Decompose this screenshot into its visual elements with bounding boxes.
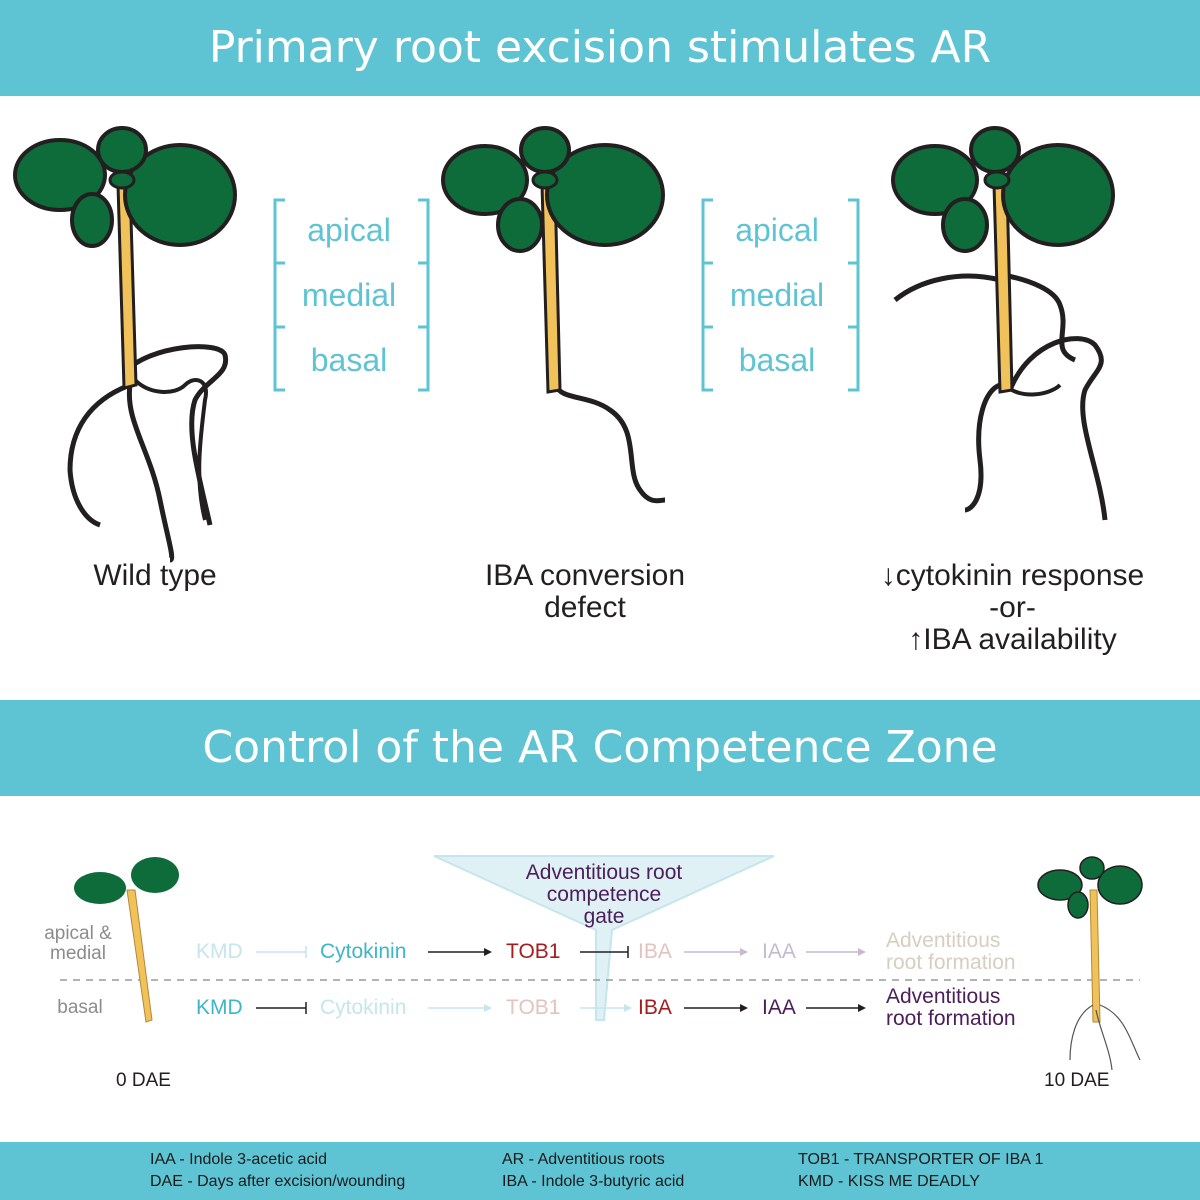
zone-label-apical: apical	[307, 212, 391, 248]
row2-iba: IBA	[638, 996, 672, 1019]
zone-label-basal-2: basal	[738, 342, 816, 378]
caption-iba-defect: IBA conversion defect	[440, 560, 730, 624]
row1-tob1: TOB1	[506, 940, 561, 963]
gate-label: Adventitious root competence gate	[484, 862, 724, 928]
zone-label-apical-2: apical	[735, 212, 819, 248]
side-label-basal: basal	[57, 997, 103, 1018]
zone-brackets-left	[273, 198, 430, 392]
row2-cytokinin: Cytokinin	[320, 996, 407, 1019]
caption-third-line1: ↓cytokinin response	[880, 559, 1145, 592]
seedling-10-dae	[1037, 856, 1143, 1071]
pathway-arrows-basal	[256, 1002, 866, 1014]
caption-iba-defect-line2: defect	[544, 591, 626, 624]
seedling-iba-defect	[441, 126, 666, 504]
legend-iaa: IAA - Indole 3-acetic acid	[150, 1151, 327, 1168]
header-banner: Primary root excision stimulates AR	[0, 0, 1200, 96]
gate-line1: Adventitious root	[525, 861, 683, 884]
caption-third-line3: ↑IBA availability	[908, 623, 1117, 656]
row2-iaa: IAA	[762, 996, 796, 1019]
header-title: Primary root excision stimulates AR	[208, 22, 992, 73]
competence-gate-funnel	[433, 855, 775, 1021]
seedling-wild-type	[13, 126, 237, 563]
gate-line2: competence	[546, 883, 662, 906]
zone-label-medial-2: medial	[729, 277, 825, 313]
pathway-arrows-apical	[256, 946, 866, 958]
row1-ar-line2: root formation	[886, 951, 1016, 974]
row2-ar-line2: root formation	[886, 1007, 1016, 1030]
zone-brackets-right	[701, 198, 860, 392]
caption-iba-defect-line1: IBA conversion	[484, 559, 686, 592]
row1-ar-line1: Adventitious	[886, 929, 1001, 952]
timepoint-end: 10 DAE	[1044, 1070, 1110, 1091]
caption-wild-type: Wild type	[93, 559, 217, 592]
row1-ar-formation: Adventitious root formation	[886, 930, 1016, 974]
side-label-apical-medial: apical & medial	[30, 924, 126, 964]
side-label-apical-line1: apical &	[44, 923, 112, 944]
zone-label-basal: basal	[310, 342, 388, 378]
caption-cytokinin-iba: ↓cytokinin response -or- ↑IBA availabili…	[840, 560, 1185, 656]
legend-ar: AR - Adventitious roots	[502, 1151, 665, 1168]
legend-tob1: TOB1 - TRANSPORTER OF IBA 1	[798, 1151, 1044, 1168]
legend-footer: IAA - Indole 3-acetic acid DAE - Days af…	[0, 1142, 1200, 1200]
timepoint-start: 0 DAE	[116, 1070, 171, 1091]
row1-iba: IBA	[638, 940, 672, 963]
side-label-apical-line2: medial	[50, 943, 106, 964]
row2-ar-line1: Adventitious	[886, 985, 1001, 1008]
seedling-cytokinin-iba	[891, 126, 1115, 521]
row2-ar-formation: Adventitious root formation	[886, 986, 1016, 1030]
section-title: Control of the AR Competence Zone	[202, 722, 998, 773]
legend-iba: IBA - Indole 3-butyric acid	[502, 1173, 685, 1190]
row2-tob1: TOB1	[506, 996, 561, 1019]
gate-line3: gate	[583, 905, 625, 928]
section-banner: Control of the AR Competence Zone	[0, 700, 1200, 796]
legend-dae: DAE - Days after excision/wounding	[150, 1173, 406, 1190]
row2-kmd: KMD	[196, 996, 243, 1019]
row1-cytokinin: Cytokinin	[320, 940, 407, 963]
zone-label-medial: medial	[301, 277, 397, 313]
legend-kmd: KMD - KISS ME DEADLY	[798, 1173, 980, 1190]
seedling-0-dae	[74, 857, 179, 1023]
row1-iaa: IAA	[762, 940, 796, 963]
caption-third-line2: -or-	[989, 591, 1036, 624]
row1-kmd: KMD	[196, 940, 243, 963]
